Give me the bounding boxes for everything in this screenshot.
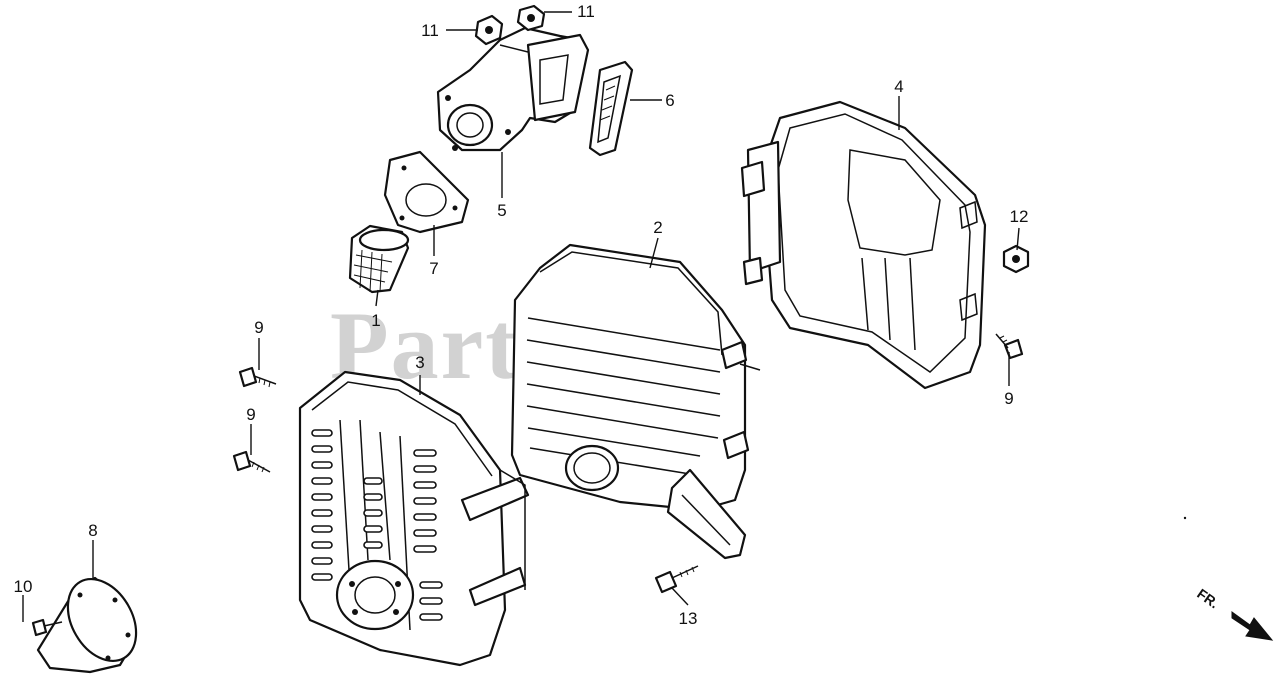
- callout-9b: 9: [246, 405, 255, 424]
- callout-4: 4: [894, 77, 903, 96]
- callout-9a: 9: [254, 318, 263, 337]
- part-muffler[interactable]: [510, 243, 761, 560]
- callout-11b: 11: [577, 2, 595, 21]
- callout-labels: 1 2 3 4 5 6 7 8 9 9 9 10 11 11 12 13: [14, 2, 1029, 628]
- callout-1: 1: [371, 311, 380, 330]
- part-gasket-6[interactable]: [588, 60, 634, 157]
- front-direction-indicator: FR.: [1194, 585, 1274, 641]
- front-label: FR.: [1194, 585, 1222, 611]
- callout-7: 7: [429, 259, 438, 278]
- callout-8: 8: [88, 521, 97, 540]
- callout-3: 3: [415, 353, 424, 372]
- callout-12: 12: [1010, 207, 1029, 226]
- part-muffler-protector[interactable]: [740, 100, 987, 390]
- part-exhaust-deflector[interactable]: [36, 567, 150, 674]
- callout-2: 2: [653, 218, 662, 237]
- callout-11a: 11: [421, 21, 439, 40]
- leader-lines: [22, 11, 1020, 622]
- callout-10: 10: [14, 577, 33, 596]
- bolt-9b[interactable]: [232, 450, 271, 473]
- bolt-10[interactable]: [31, 618, 63, 637]
- part-exhaust-pipe[interactable]: [436, 26, 590, 152]
- nut-12[interactable]: [1002, 244, 1030, 274]
- part-muffler-cover[interactable]: [298, 370, 530, 667]
- front-arrow-icon: [1231, 611, 1274, 641]
- bolt-9a[interactable]: [238, 366, 277, 388]
- part-spark-arrester[interactable]: [348, 224, 410, 294]
- nut-11a[interactable]: [474, 14, 504, 46]
- bolt-13[interactable]: [654, 565, 699, 594]
- callout-5: 5: [497, 201, 506, 220]
- callout-13: 13: [679, 609, 698, 628]
- callout-6: 6: [665, 91, 674, 110]
- nut-11b[interactable]: [516, 4, 546, 32]
- callout-9c: 9: [1004, 389, 1013, 408]
- part-gasket-7[interactable]: [383, 150, 470, 234]
- speck: [1183, 516, 1187, 520]
